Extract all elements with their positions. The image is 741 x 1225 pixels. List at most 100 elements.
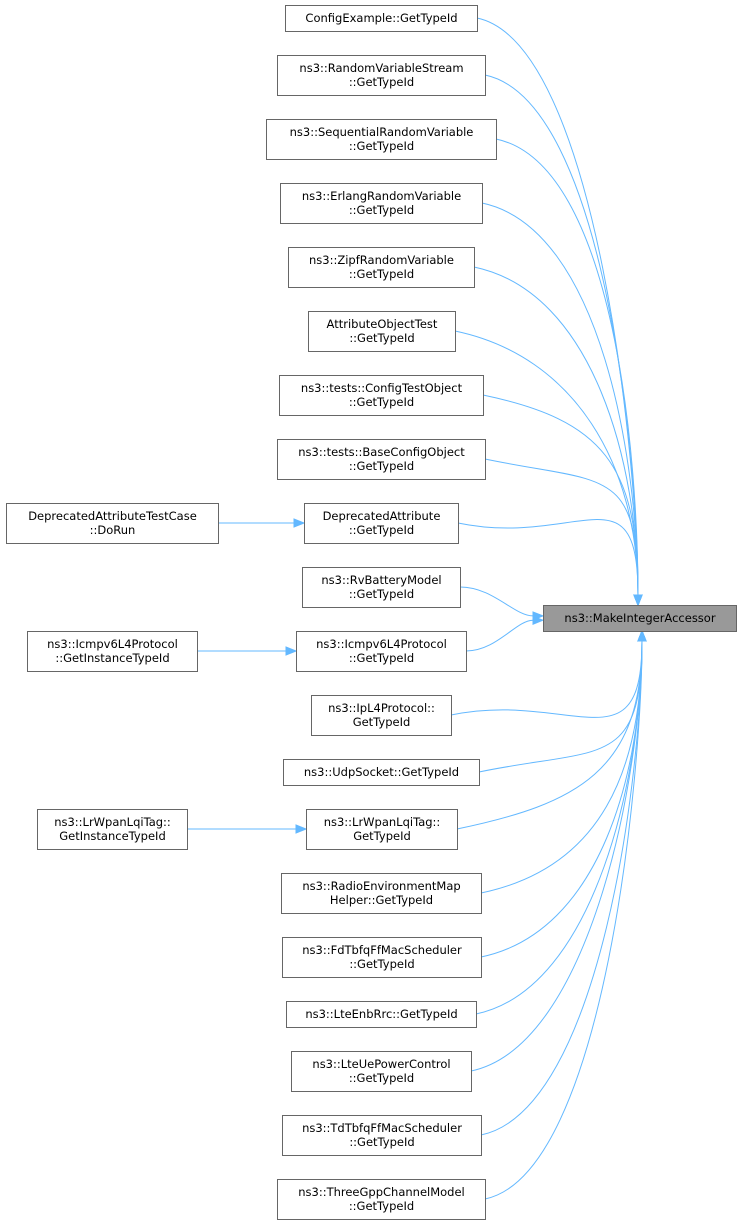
node-ns3-tdtbfqffmacscheduler-gettypeid[interactable]: ns3::TdTbfqFfMacScheduler::GetTypeId xyxy=(282,1115,482,1156)
node-deprecatedattributetestcase-dorun[interactable]: DeprecatedAttributeTestCase::DoRun xyxy=(6,503,219,544)
node-box[interactable] xyxy=(286,1001,477,1028)
node-box[interactable] xyxy=(302,567,461,608)
node-ns3-udpsocket-gettypeid[interactable]: ns3::UdpSocket::GetTypeId xyxy=(283,759,480,786)
node-label: ns3::LteUePowerControl xyxy=(312,1057,450,1071)
edge-n3-to-target xyxy=(495,138,639,596)
edge-n13-to-target xyxy=(478,640,643,773)
node-ns3-zipfrandomvariable-gettypeid[interactable]: ns3::ZipfRandomVariable::GetTypeId xyxy=(288,247,475,288)
node-label: ::GetTypeId xyxy=(349,395,414,409)
node-ns3-tests-configtestobject-gettypeid[interactable]: ns3::tests::ConfigTestObject::GetTypeId xyxy=(279,375,484,416)
node-ns3-lrwpanlqitag-getinstancetypeid[interactable]: ns3::LrWpanLqiTag::GetInstanceTypeId xyxy=(37,809,188,850)
edge-n11-to-target xyxy=(465,619,534,652)
node-ns3-radioenvironmentmap-helper-gettypeid[interactable]: ns3::RadioEnvironmentMapHelper::GetTypeI… xyxy=(281,873,482,914)
node-label: Helper::GetTypeId xyxy=(330,893,433,907)
edge-s2-to-n11-arrowhead xyxy=(285,646,298,656)
node-box[interactable] xyxy=(306,809,458,850)
edge-n6-to-target xyxy=(454,330,639,596)
node-configexample-gettypeid[interactable]: ConfigExample::GetTypeId xyxy=(285,5,478,32)
node-box[interactable] xyxy=(27,631,198,672)
node-ns3-lrwpanlqitag-gettypeid[interactable]: ns3::LrWpanLqiTag::GetTypeId xyxy=(306,809,458,850)
node-label: ns3::UdpSocket::GetTypeId xyxy=(304,765,459,779)
node-label: ConfigExample::GetTypeId xyxy=(305,11,457,25)
node-box[interactable] xyxy=(311,695,452,736)
edge-n8-to-target xyxy=(484,458,639,596)
node-label: ::GetTypeId xyxy=(349,1135,414,1149)
node-box[interactable] xyxy=(280,183,483,224)
edge-n9-to-target-arrowhead xyxy=(633,594,643,607)
edge-n1-to-target xyxy=(476,17,639,596)
node-ns3-sequentialrandomvariable-gettypeid[interactable]: ns3::SequentialRandomVariable::GetTypeId xyxy=(266,119,497,160)
node-ns3-rvbatterymodel-gettypeid[interactable]: ns3::RvBatteryModel::GetTypeId xyxy=(302,567,461,608)
node-box[interactable] xyxy=(281,873,482,914)
node-label: ns3::RadioEnvironmentMap xyxy=(302,879,460,893)
node-box[interactable] xyxy=(277,439,486,480)
node-box[interactable] xyxy=(6,503,219,544)
node-label: ::GetTypeId xyxy=(349,75,414,89)
node-label: ::GetTypeId xyxy=(349,331,414,345)
edge-n11-to-target-arrowhead xyxy=(532,615,545,625)
node-label: ns3::Icmpv6L4Protocol xyxy=(47,637,178,651)
node-box[interactable] xyxy=(277,1179,486,1220)
node-box[interactable] xyxy=(266,119,497,160)
node-ns3-lteuepowercontrol-gettypeid[interactable]: ns3::LteUePowerControl::GetTypeId xyxy=(291,1051,472,1092)
node-box[interactable] xyxy=(296,631,467,672)
edge-n18-to-target xyxy=(470,640,643,1072)
node-ns3-icmpv6l4protocol-gettypeid[interactable]: ns3::Icmpv6L4Protocol::GetTypeId xyxy=(296,631,467,672)
node-label: ::GetTypeId xyxy=(349,459,414,473)
edge-n2-to-target xyxy=(484,74,639,596)
node-label: GetTypeId xyxy=(353,829,411,843)
node-box[interactable] xyxy=(277,55,486,96)
node-label: ns3::TdTbfqFfMacScheduler xyxy=(302,1121,462,1135)
node-box[interactable] xyxy=(279,375,484,416)
node-box[interactable] xyxy=(285,5,478,32)
node-box[interactable] xyxy=(37,809,188,850)
node-deprecatedattribute-gettypeid[interactable]: DeprecatedAttribute::GetTypeId xyxy=(304,503,459,544)
node-box[interactable] xyxy=(282,937,482,978)
edge-n20-to-target-arrowhead xyxy=(637,629,647,642)
edge-n14-to-target xyxy=(456,640,643,830)
node-box[interactable] xyxy=(283,759,480,786)
node-label: GetTypeId xyxy=(353,715,411,729)
edge-n9-to-target xyxy=(457,519,639,596)
node-label: ::GetInstanceTypeId xyxy=(55,651,169,665)
node-label: ns3::IpL4Protocol:: xyxy=(328,701,435,715)
node-label: DeprecatedAttributeTestCase xyxy=(28,509,197,523)
edge-s1-to-n9-arrowhead xyxy=(293,518,306,528)
node-box[interactable] xyxy=(308,311,456,352)
node-ns3-tests-baseconfigobject-gettypeid[interactable]: ns3::tests::BaseConfigObject::GetTypeId xyxy=(277,439,486,480)
node-label: ns3::RvBatteryModel xyxy=(321,573,441,587)
edge-s3-to-n14-arrowhead xyxy=(295,824,308,834)
node-label: ns3::MakeIntegerAccessor xyxy=(564,611,715,625)
node-attributeobjecttest-gettypeid[interactable]: AttributeObjectTest::GetTypeId xyxy=(308,311,456,352)
node-ns3-randomvariablestream-gettypeid[interactable]: ns3::RandomVariableStream::GetTypeId xyxy=(277,55,486,96)
node-label: ::GetTypeId xyxy=(349,139,414,153)
node-label: ns3::LteEnbRrc::GetTypeId xyxy=(305,1007,457,1021)
node-label: ::GetTypeId xyxy=(349,267,414,281)
edge-n12-to-target xyxy=(450,640,643,718)
node-label: GetInstanceTypeId xyxy=(59,829,166,843)
node-label: ns3::Icmpv6L4Protocol xyxy=(316,637,447,651)
node-box[interactable] xyxy=(282,1115,482,1156)
node-box[interactable] xyxy=(291,1051,472,1092)
node-label: ::GetTypeId xyxy=(349,203,414,217)
node-ns3-threegppchannelmodel-gettypeid[interactable]: ns3::ThreeGppChannelModel::GetTypeId xyxy=(277,1179,486,1220)
node-ns3-lteenbrrc-gettypeid[interactable]: ns3::LteEnbRrc::GetTypeId xyxy=(286,1001,477,1028)
node-box[interactable] xyxy=(288,247,475,288)
node-ns3-makeintegeraccessor[interactable]: ns3::MakeIntegerAccessor xyxy=(543,605,737,632)
edges-layer xyxy=(187,17,647,1200)
edge-n19-to-target xyxy=(480,640,643,1136)
edge-n20-to-target xyxy=(484,640,643,1200)
node-label: ::DoRun xyxy=(90,523,136,537)
node-label: ns3::ErlangRandomVariable xyxy=(302,189,461,203)
node-box[interactable] xyxy=(304,503,459,544)
node-ns3-icmpv6l4protocol-getinstancetypeid[interactable]: ns3::Icmpv6L4Protocol::GetInstanceTypeId xyxy=(27,631,198,672)
node-ns3-ipl4protocol-gettypeid[interactable]: ns3::IpL4Protocol::GetTypeId xyxy=(311,695,452,736)
edge-n5-to-target xyxy=(473,266,639,596)
node-label: ns3::SequentialRandomVariable xyxy=(290,125,474,139)
node-label: ns3::tests::BaseConfigObject xyxy=(298,445,465,459)
node-label: ns3::ZipfRandomVariable xyxy=(309,253,454,267)
node-ns3-fdtbfqffmacscheduler-gettypeid[interactable]: ns3::FdTbfqFfMacScheduler::GetTypeId xyxy=(282,937,482,978)
node-ns3-erlangrandomvariable-gettypeid[interactable]: ns3::ErlangRandomVariable::GetTypeId xyxy=(280,183,483,224)
node-box[interactable] xyxy=(543,605,737,632)
